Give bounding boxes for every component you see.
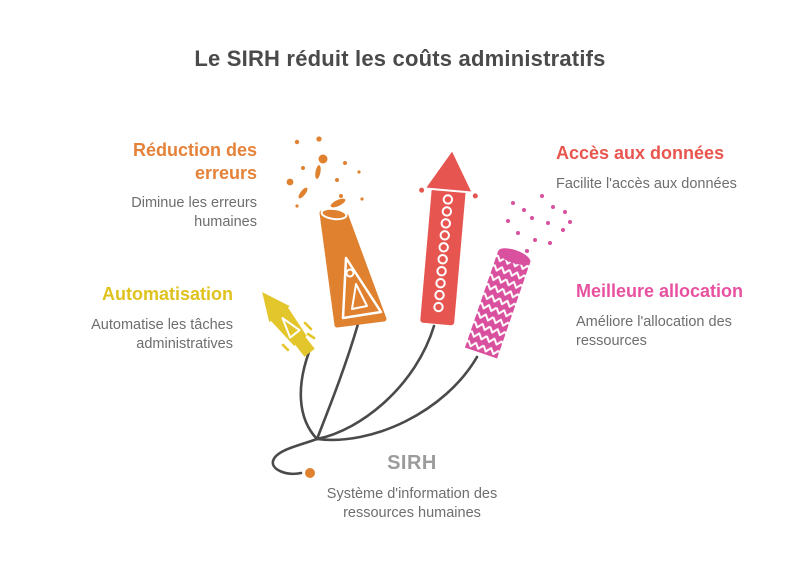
center-node-label: SIRH [387,452,437,474]
node-label-automatisation: Automatisation [101,284,233,304]
node-allocation: Meilleure allocation Améliore l'allocati… [576,280,761,351]
center-node-description: Système d'information des ressources hum… [326,486,498,522]
node-label-acces: Accès aux données [556,143,725,163]
fuse-pink-line [315,355,479,442]
node-reduction: Réduction des erreurs Diminue les erreur… [97,139,257,232]
sparks-yellow-icon [281,321,316,352]
node-desc-allocation: Améliore l'allocation des ressources [576,313,732,349]
node-label-allocation: Meilleure allocation [576,281,744,301]
rocket-red-icon [419,151,478,326]
node-acces: Accès aux données Facilite l'accès aux d… [556,142,776,194]
fuse-orange-line [315,322,360,441]
center-node-sirh: SIRH Système d'information des ressource… [312,452,512,523]
sparks-pink-icon [506,194,572,253]
rocket-pink-icon [464,248,531,359]
fuse-lines [271,322,479,476]
node-desc-automatisation: Automatise les tâches administratives [91,316,233,352]
fuse-red-line [315,324,436,441]
node-desc-reduction: Diminue les erreurs humaines [131,195,257,231]
node-automatisation: Automatisation Automatise les tâches adm… [73,283,233,354]
node-desc-acces: Facilite l'accès aux données [556,175,737,192]
node-label-reduction: Réduction des erreurs [132,140,257,183]
rocket-yellow-icon [262,292,315,357]
rocket-orange-icon [319,207,387,328]
fuse-yellow-line [299,350,319,441]
fuse-tail-line [271,437,319,476]
sparks-orange-icon [286,136,364,208]
fuse-end-dot [305,468,315,478]
page-title: Le SIRH réduit les coûts administratifs [194,46,606,71]
